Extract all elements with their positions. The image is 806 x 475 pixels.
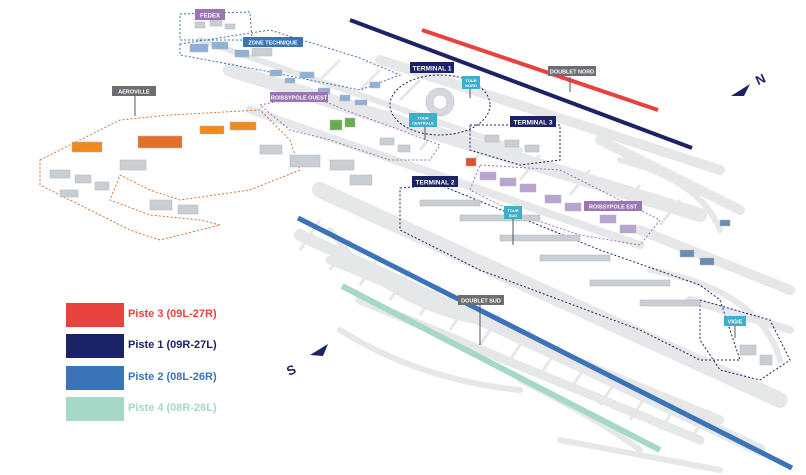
label-vigie: VIGIE (724, 316, 746, 326)
runway-piste-4 (340, 283, 662, 453)
legend-label-piste-3: Piste 3 (09L-27R) (128, 308, 217, 320)
roissypole-est-outline (469, 164, 661, 246)
aeroville-outline (39, 109, 301, 241)
label-doublet-nord: DOUBLET NORD (548, 66, 596, 76)
label-pointers (134, 77, 736, 345)
label-terminal-1-text: TERMINAL 1 (413, 66, 452, 73)
label-tour-centrale: TOUR CENTRALE (409, 113, 437, 127)
label-tour-nord-text-1: TOUR (465, 78, 476, 83)
label-tour-sud: TOUR SUD (504, 206, 522, 219)
label-terminal-3-text: TERMINAL 3 (514, 120, 553, 127)
zone-technique-outline (179, 29, 402, 91)
label-aeroville-text: AEROVILLE (118, 90, 150, 96)
runway-piste-2 (296, 215, 794, 471)
legend-swatch-piste-3 (66, 303, 124, 327)
compass-north-label: N (753, 70, 768, 88)
label-roissypole-ouest-text: ROISSYPOLE OUEST (271, 96, 328, 102)
label-zone-technique: ZONE TECHNIQUE (243, 37, 303, 47)
terminal-1-outline (389, 74, 491, 136)
legend-item-piste-2: Piste 2 (08L-26R) (66, 366, 326, 390)
south-arrow-icon (310, 344, 328, 356)
label-tour-sud-text-2: SUD (509, 213, 518, 218)
label-zone-technique-text: ZONE TECHNIQUE (248, 41, 298, 47)
vigie-zone-outline (699, 299, 791, 381)
label-roissypole-est: ROISSYPOLE EST (584, 201, 642, 211)
legend-item-piste-4: Piste 4 (08R-26L) (66, 397, 326, 421)
label-roissypole-est-text: ROISSYPOLE EST (589, 205, 638, 211)
terminal-3-outline (469, 124, 561, 166)
label-tour-centrale-text-1: TOUR (417, 116, 428, 121)
legend-item-piste-1: Piste 1 (09R-27L) (66, 334, 326, 358)
label-doublet-sud-text: DOUBLET SUD (461, 299, 501, 305)
runway-piste-1 (349, 18, 693, 150)
label-fedex-text: FEDEX (200, 14, 220, 20)
label-tour-centrale-text-2: CENTRALE (412, 121, 434, 126)
roissypole-ouest-outline (258, 94, 441, 161)
legend-label-piste-1: Piste 1 (09R-27L) (128, 339, 217, 351)
label-aeroville: AEROVILLE (112, 86, 156, 96)
label-doublet-nord-text: DOUBLET NORD (550, 70, 594, 76)
legend-label-piste-2: Piste 2 (08L-26R) (128, 371, 217, 383)
label-terminal-3: TERMINAL 3 (510, 116, 556, 127)
legend-swatch-piste-1 (66, 334, 124, 358)
legend-label-piste-4: Piste 4 (08R-26L) (128, 402, 217, 414)
runway-piste-3 (421, 28, 659, 112)
label-terminal-2-text: TERMINAL 2 (416, 180, 455, 187)
legend-item-piste-3: Piste 3 (09L-27R) (66, 303, 326, 327)
label-tour-sud-text-1: TOUR (507, 208, 518, 213)
label-doublet-sud: DOUBLET SUD (458, 295, 504, 305)
compass-north: N (731, 70, 768, 96)
label-fedex: FEDEX (195, 9, 225, 20)
label-roissypole-ouest: ROISSYPOLE OUEST (270, 92, 328, 102)
legend-swatch-piste-2 (66, 366, 124, 390)
legend-swatch-piste-4 (66, 397, 124, 421)
label-tour-nord: TOUR NORD (462, 76, 480, 89)
label-vigie-text: VIGIE (728, 320, 743, 326)
label-tour-nord-text-2: NORD (465, 83, 477, 88)
north-arrow-icon (731, 84, 750, 96)
label-terminal-1: TERMINAL 1 (410, 62, 454, 73)
label-terminal-2: TERMINAL 2 (412, 176, 458, 187)
buildings (49, 19, 773, 366)
